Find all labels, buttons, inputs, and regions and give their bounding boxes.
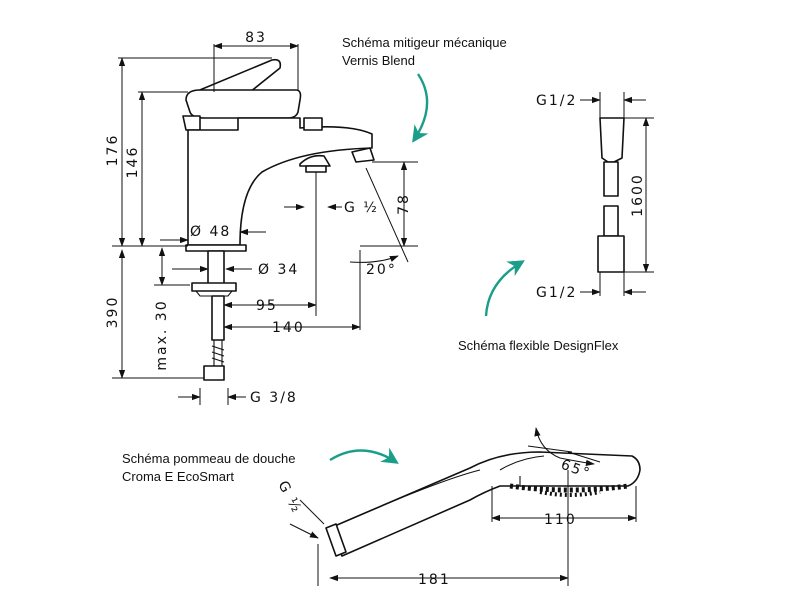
dim-max-deck: max. 30 [154,299,170,370]
supply-hose [211,295,225,341]
shower-title: Schéma pommeau de douche [122,451,296,466]
hose-annotation-arrow [484,260,525,317]
spout-outlet [299,154,331,167]
shower-handle-end [325,523,347,557]
spray-face [509,483,629,497]
dim-hose-thread-bottom: G1/2 [536,285,577,301]
hose-drawing: G1/2 G1/2 1600 [536,92,654,301]
mixer-title: Schéma mitigeur mécanique [342,35,507,50]
mounting-nut [191,282,237,292]
hose-top-fitting [599,117,625,163]
inlet-connector [203,365,225,381]
shower-subtitle: Croma E EcoSmart [122,469,234,484]
dim-shank-diameter: Ø 34 [258,262,299,278]
dim-mixer-width: 83 [245,30,267,46]
mixer-subtitle: Vernis Blend [342,53,415,68]
dim-hose-thread-top: G1/2 [536,93,577,109]
shower-head-drawing: 110 181 65° G ½ [274,427,641,588]
dim-head-length: 181 [418,572,451,588]
hose-pipe-upper [603,161,619,197]
mixer-annotation-arrow [412,73,429,143]
dim-mixer-body-height: 146 [125,146,141,179]
dim-mixer-total-height: 176 [105,134,121,167]
dim-spout-thread: G ½ [344,200,379,216]
diverter-knob [303,117,323,131]
hose-bottom-fitting [597,235,625,273]
dim-inlet-thread: G 3/8 [250,390,298,406]
dim-spout-angle: 20° [366,262,397,278]
dim-below-deck: 390 [105,296,121,329]
hose-pipe-lower [603,205,619,237]
dim-spout-reach-2: 140 [272,320,305,336]
mixer-drawing: 83 176 146 390 max. 30 78 Ø 48 Ø 34 G ½ … [105,30,418,406]
dim-hose-length: 1600 [630,173,646,217]
dim-body-diameter: Ø 48 [190,224,231,240]
mixer-shank [207,250,225,286]
dim-head-thread: G ½ [274,478,305,516]
dim-spout-reach-1: 95 [256,298,278,314]
hose-title: Schéma flexible DesignFlex [458,338,619,353]
shower-annotation-arrow [329,447,399,464]
dim-head-diameter: 110 [544,512,577,528]
shower-handle [329,451,641,557]
mixer-cartridge-cap [185,89,302,119]
dim-spout-height: 78 [396,193,412,215]
